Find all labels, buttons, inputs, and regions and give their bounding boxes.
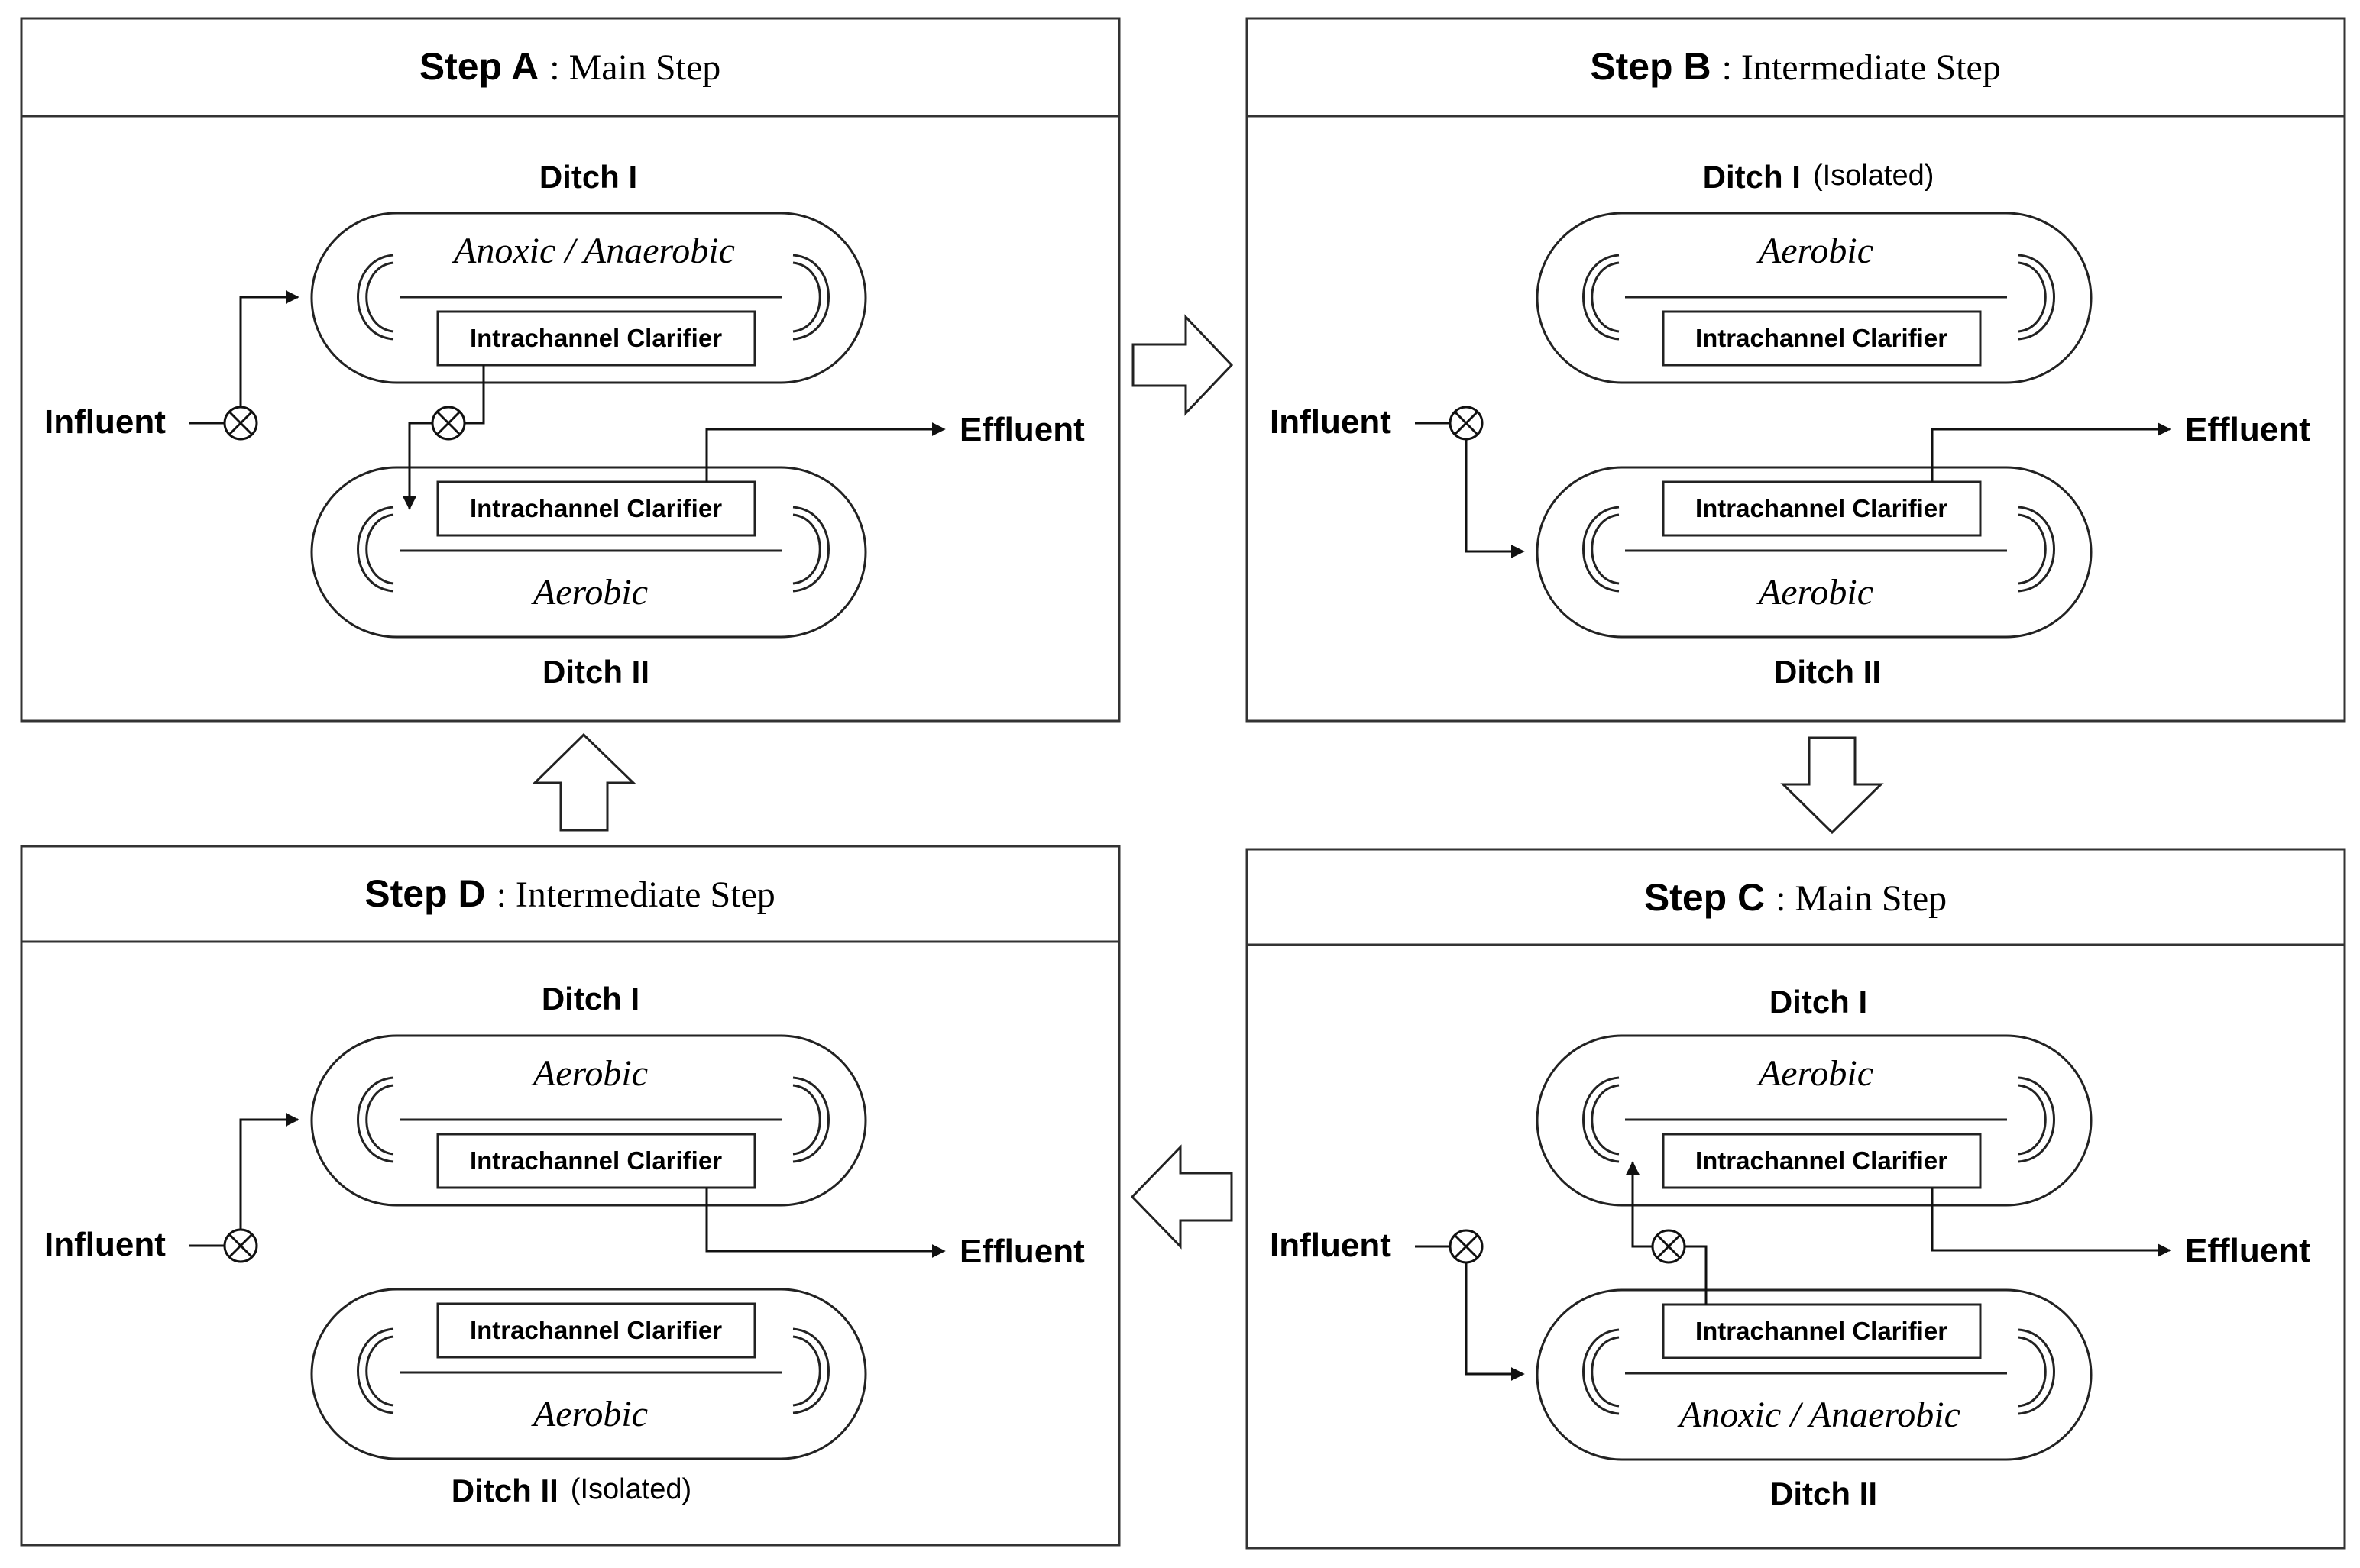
- ditch-2: Intrachannel Clarifier Aerobic: [310, 1288, 867, 1460]
- ditch-1-clarifier: [436, 310, 756, 367]
- ditch-1-zone: Aerobic: [1756, 1053, 1873, 1094]
- effluent-flow-arrow: [705, 1188, 946, 1258]
- flow-bracket-left-icon: [357, 254, 394, 341]
- ditch-2-label: Ditch II: [1774, 654, 1881, 690]
- ditch-2-zone: Aerobic: [531, 572, 648, 613]
- panel-title: Step A: Main Step: [419, 45, 721, 88]
- ditch-2-zone: Anoxic / Anaerobic: [1677, 1395, 1960, 1435]
- effluent-label: Effluent: [2185, 1232, 2310, 1269]
- ditch-1-label: Ditch I: [539, 159, 637, 195]
- ditch-2: Intrachannel Clarifier Anoxic / Anaerobi…: [1536, 1288, 2093, 1461]
- effluent-flow-arrow: [1931, 1188, 2171, 1257]
- ditch-1: Aerobic Intrachannel Clarifier: [1536, 1034, 2093, 1207]
- ditch-2-zone: Aerobic: [531, 1394, 648, 1434]
- transfer-flow-arrow: [403, 422, 432, 510]
- effluent-flow-arrow: [1931, 422, 2171, 482]
- influent-flow-arrow: [1465, 1262, 1525, 1381]
- valve-icon: [223, 1228, 258, 1263]
- ditch-1-clarifier-label: Intrachannel Clarifier: [470, 1146, 722, 1175]
- ditch-1-zone: Anoxic / Anaerobic: [452, 231, 735, 271]
- ditch-2-label: Ditch II: [542, 654, 649, 690]
- valve-icon: [223, 406, 258, 441]
- ditch-1-label: Ditch I: [1769, 984, 1867, 1020]
- ditch-1-zone: Aerobic: [531, 1053, 648, 1094]
- panel-frame: [1245, 848, 2346, 1550]
- ditch-1-clarifier-label: Intrachannel Clarifier: [1695, 324, 1947, 352]
- influent-flow-arrow: [239, 290, 299, 407]
- effluent-label: Effluent: [960, 1233, 1085, 1270]
- ditch-1: Aerobic Intrachannel Clarifier: [1536, 212, 2093, 384]
- ditch-1-clarifier: [1662, 310, 1982, 367]
- influent-flow-arrow: [1465, 439, 1525, 558]
- panel-frame: [20, 845, 1121, 1547]
- effluent-label: Effluent: [2185, 411, 2310, 448]
- transfer-flow-arrow: [1626, 1161, 1653, 1248]
- step-a-panel: Step A: Main Step Ditch I Anoxic / Anaer…: [20, 17, 1121, 723]
- valve-icon: [1651, 1229, 1686, 1264]
- ditch-2-label: Ditch II(Isolated): [452, 1473, 691, 1508]
- panel-title: Step B: Intermediate Step: [1590, 45, 2001, 88]
- valve-icon: [1449, 1229, 1484, 1264]
- influent-label: Influent: [1270, 403, 1391, 441]
- ditch-2-clarifier: [436, 1302, 756, 1359]
- arrow-left-icon: [1130, 1144, 1233, 1250]
- flow-bracket-right-icon: [792, 254, 830, 341]
- step-d-panel: Step D: Intermediate Step Ditch I Aerobi…: [20, 845, 1121, 1547]
- valve-icon: [1449, 406, 1484, 441]
- ditch-2-clarifier-label: Intrachannel Clarifier: [1695, 494, 1947, 522]
- panel-title: Step C: Main Step: [1644, 876, 1947, 919]
- ditch-2-clarifier-label: Intrachannel Clarifier: [470, 1316, 722, 1344]
- ditch-1-clarifier: [1662, 1133, 1982, 1189]
- ditch-1-clarifier: [436, 1133, 756, 1189]
- ditch-1-label: Ditch I(Isolated): [1703, 159, 1934, 195]
- influent-label: Influent: [44, 1226, 166, 1263]
- ditch-2-clarifier-label: Intrachannel Clarifier: [470, 494, 722, 522]
- ditch-2: Intrachannel Clarifier Aerobic: [310, 466, 867, 639]
- influent-flow-arrow: [239, 1113, 299, 1230]
- arrow-up-icon: [532, 732, 636, 832]
- ditch-2-zone: Aerobic: [1756, 572, 1873, 613]
- effluent-label: Effluent: [960, 411, 1085, 448]
- panel-frame: [20, 17, 1121, 723]
- ditch-2-clarifier: [1662, 480, 1982, 537]
- ditch-1: Anoxic / Anaerobic Intrachannel Clarifie…: [310, 212, 867, 384]
- ditch-1: Aerobic Intrachannel Clarifier: [310, 1034, 867, 1207]
- ditch-2-clarifier: [1662, 1303, 1982, 1359]
- panel-title: Step D: Intermediate Step: [364, 872, 775, 915]
- ditch-2-clarifier-label: Intrachannel Clarifier: [1695, 1317, 1947, 1345]
- ditch-1-clarifier-label: Intrachannel Clarifier: [1695, 1146, 1947, 1175]
- ditch-1-label: Ditch I: [542, 981, 639, 1017]
- ditch-1-clarifier-label: Intrachannel Clarifier: [470, 324, 722, 352]
- step-c-panel: Step C: Main Step Ditch I Aerobic Intrac…: [1245, 848, 2346, 1550]
- valve-icon: [431, 406, 466, 441]
- panel-frame: [1245, 17, 2346, 723]
- ditch-2: Intrachannel Clarifier Aerobic: [1536, 466, 2093, 639]
- ditch-1-zone: Aerobic: [1756, 231, 1873, 271]
- step-b-panel: Step B: Intermediate Step Ditch I(Isolat…: [1245, 17, 2346, 723]
- ditch-2-clarifier: [436, 480, 756, 537]
- arrow-down-icon: [1780, 736, 1884, 835]
- ditch-2-label: Ditch II: [1770, 1476, 1877, 1511]
- influent-label: Influent: [1270, 1227, 1391, 1264]
- arrow-right-icon: [1131, 314, 1234, 416]
- influent-label: Influent: [44, 403, 166, 441]
- effluent-flow-arrow: [705, 422, 946, 482]
